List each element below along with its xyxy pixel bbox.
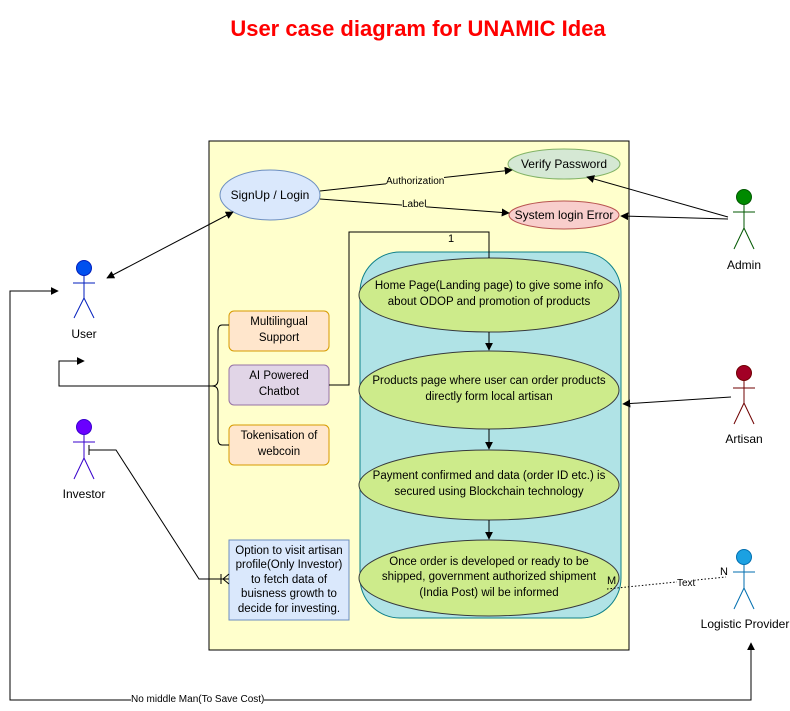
investor-option-link [89,449,229,580]
edge-label: Label [402,199,427,210]
payment-label: Payment confirmed and data (order ID etc… [372,470,606,498]
home-label: Home Page(Landing page) to give some inf… [374,280,604,308]
multilingual-label: Multilingual Support [250,316,308,344]
brace-user-link [58,357,212,387]
token-label: Tokenisation of webcoin [240,430,318,458]
verify-label: Verify Password [520,156,608,171]
user-signup-link [106,211,234,279]
artisan-products-link [622,396,732,408]
user-actor-icon[interactable] [73,260,95,319]
user-label: User [71,327,97,341]
middle-man-label: No middle Man(To Save Cost) [131,694,265,705]
investor-label: Investor [62,487,106,501]
signup-label: SignUp / Login [230,187,310,202]
middle-man-link [9,287,755,701]
m-label: M [607,575,617,587]
artisan-label: Artisan [725,432,763,446]
text-label: Text [677,578,696,589]
authorization-label: Authorization [386,176,445,187]
investor-actor-icon[interactable] [73,419,95,480]
chatbot-label: AI Powered Chatbot [249,370,309,398]
admin-label: Admin [726,258,761,272]
admin-actor-icon[interactable] [733,189,755,250]
products-label: Products page where user can order produ… [372,375,606,403]
admin-verify-link [586,175,729,218]
admin-error-link [620,212,729,221]
diagram-title: User case diagram for UNAMIC Idea [230,16,606,41]
logistic-label: Logistic Provider [700,617,790,631]
artisan-actor-icon[interactable] [733,365,755,425]
investor-option-label: Option to visit artisan profile(Only Inv… [235,545,343,615]
shipping-label: Once order is developed or ready to be s… [381,555,597,599]
n-label: N [720,566,728,578]
one-label: 1 [448,233,455,245]
login-error-label: System login Error [514,207,614,222]
logistic-actor-icon[interactable] [733,549,755,610]
signup-ellipse[interactable] [219,169,321,221]
verify-ellipse[interactable] [507,148,621,180]
